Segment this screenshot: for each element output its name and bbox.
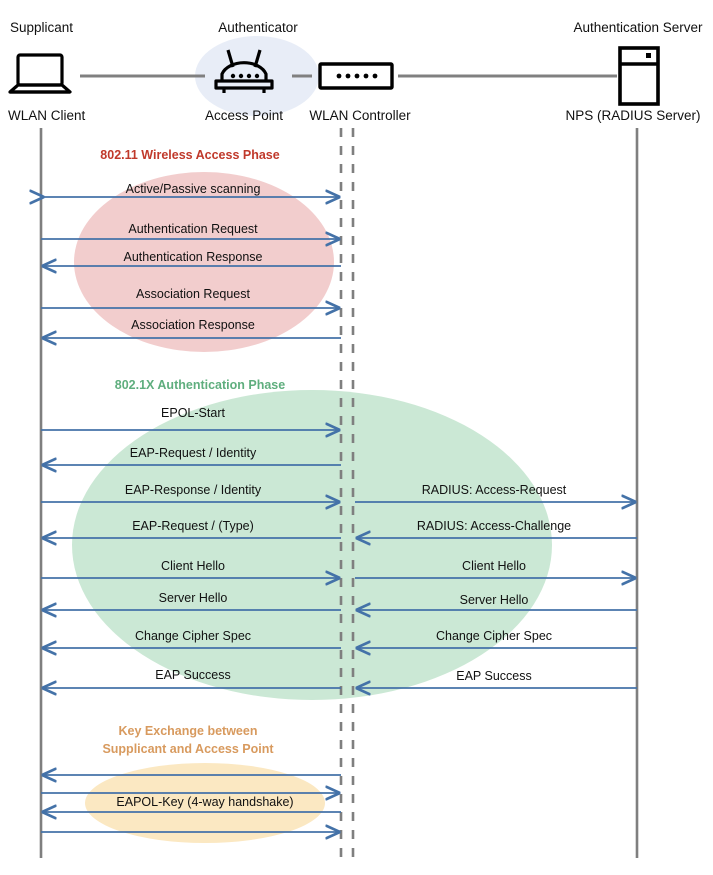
message-label-change-cipher-spec-left: Change Cipher Spec	[134, 629, 252, 643]
phase-label-wireless-access: 802.11 Wireless Access Phase	[100, 148, 280, 162]
access-point-leds	[230, 73, 260, 79]
message-label-client-hello-right: Client Hello	[462, 559, 526, 573]
message-label-server-hello-right: Server Hello	[459, 593, 529, 607]
message-label-eap-request-identity: EAP-Request / Identity	[129, 446, 257, 460]
server-icon	[618, 46, 660, 106]
phase-label-key-exchange-line1: Key Exchange between	[118, 724, 258, 738]
message-label-radius-access-request: RADIUS: Access-Request	[421, 483, 567, 497]
actor-role-authenticator: Authenticator	[218, 20, 298, 35]
phase-label-dot1x-authentication: 802.1X Authentication Phase	[114, 378, 286, 392]
laptop-icon	[8, 53, 72, 94]
wlan-controller-icon	[318, 62, 394, 90]
message-label-server-hello-left: Server Hello	[158, 591, 228, 605]
access-point-icon	[214, 49, 274, 93]
message-label-eap-success-right: EAP Success	[456, 669, 532, 683]
actor-role-supplicant: Supplicant	[10, 20, 74, 35]
key-exchange-ellipse	[85, 763, 325, 843]
message-label-change-cipher-spec-right: Change Cipher Spec	[435, 629, 553, 643]
message-label-eap-request-type: EAP-Request / (Type)	[132, 519, 254, 533]
message-label-eapol-start: EPOL-Start	[161, 406, 225, 420]
server-led	[646, 53, 651, 58]
message-label-association-response: Association Response	[131, 318, 255, 332]
message-label-client-hello-left: Client Hello	[161, 559, 225, 573]
message-label-eap-response-identity: EAP-Response / Identity	[124, 483, 262, 497]
actor-role-authentication-server: Authentication Server	[573, 20, 703, 35]
message-label-authentication-response: Authentication Response	[123, 250, 263, 264]
actor-device-wlan-controller: WLAN Controller	[309, 108, 411, 123]
message-label-radius-access-challenge: RADIUS: Access-Challenge	[416, 519, 572, 533]
message-label-active-passive-scanning: Active/Passive scanning	[125, 182, 261, 196]
actor-device-access-point: Access Point	[204, 108, 284, 123]
actor-device-wlan-client: WLAN Client	[8, 108, 86, 123]
actor-device-nps-radius-server: NPS (RADIUS Server)	[565, 108, 701, 123]
message-label-eap-success-left: EAP Success	[155, 668, 231, 682]
message-label-authentication-request: Authentication Request	[128, 222, 258, 236]
message-label-eapol-key-4way-handshake: EAPOL-Key (4-way handshake)	[116, 795, 294, 809]
message-label-association-request: Association Request	[136, 287, 250, 301]
dot1x-ellipse	[72, 390, 552, 700]
phase-label-key-exchange-line2: Supplicant and Access Point	[102, 742, 274, 756]
wlan-controller-leds	[336, 73, 378, 79]
wireless-access-ellipse	[74, 172, 334, 352]
